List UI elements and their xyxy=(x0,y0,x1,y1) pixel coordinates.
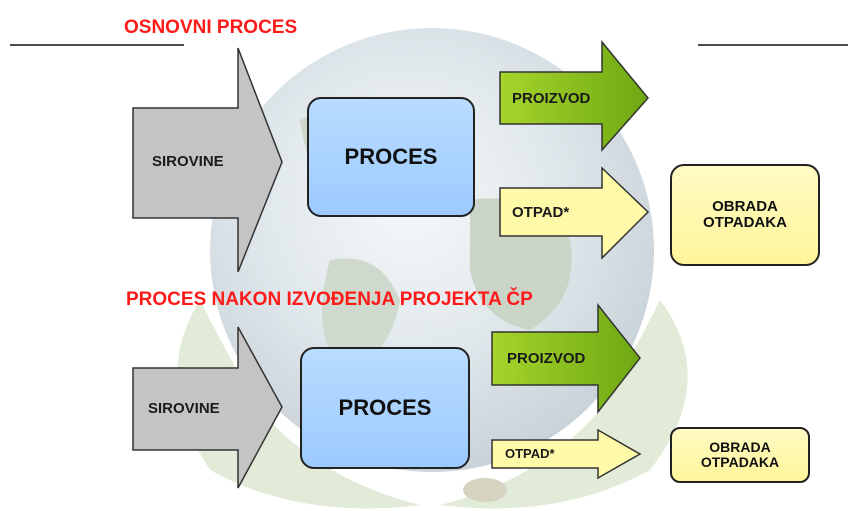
top-waste-arrow xyxy=(499,166,650,260)
top-process-box: PROCES xyxy=(307,97,475,217)
top-input-label: SIROVINE xyxy=(152,153,224,170)
top-treatment-line1: OBRADA xyxy=(712,197,778,215)
top-waste-label: OTPAD* xyxy=(512,204,570,221)
top-treatment-line2: OTPADAKA xyxy=(703,214,787,231)
top-process-label: PROCES xyxy=(344,144,438,169)
bottom-heading: PROCES NAKON IZVOĐENJA PROJEKTA ČP xyxy=(126,289,533,310)
bottom-waste-arrow xyxy=(491,428,642,480)
top-treatment-box: OBRADA OTPADAKA xyxy=(670,164,820,266)
bottom-treatment-box: OBRADA OTPADAKA xyxy=(670,427,810,483)
top-heading: OSNOVNI PROCES xyxy=(124,17,298,38)
top-product-arrow xyxy=(499,39,649,152)
bottom-treatment-line1: OBRADA xyxy=(709,438,771,455)
bottom-process-box: PROCES xyxy=(300,347,470,469)
bottom-treatment-line2: OTPADAKA xyxy=(700,454,780,470)
top-product-label: PROIZVOD xyxy=(512,90,591,107)
bottom-input-label: SIROVINE xyxy=(148,400,220,417)
top-input-arrow xyxy=(132,47,283,273)
bottom-product-arrow xyxy=(491,302,641,415)
bottom-input-arrow xyxy=(132,326,283,489)
bottom-product-label: PROIZVOD xyxy=(507,350,586,367)
bottom-waste-label: OTPAD* xyxy=(505,446,555,461)
bottom-process-label: PROCES xyxy=(338,395,432,420)
